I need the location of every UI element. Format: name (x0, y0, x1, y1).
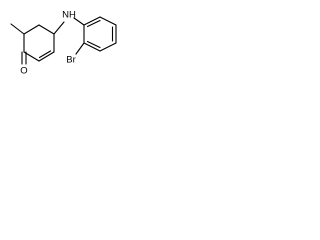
bond-ar2-ar3 (99, 16, 117, 26)
bromine-label: Br (66, 55, 76, 66)
bond-ar5-ar6 (83, 42, 101, 52)
nh-label: NH (62, 10, 76, 21)
bond-ar1-ar2-inner (86, 19, 101, 28)
carbonyl-group (21, 51, 27, 65)
molecule-structure: NH Br O (10, 10, 117, 77)
bond-c2-c3 (23, 24, 40, 35)
bond-c5-c6-double-inner (38, 50, 52, 59)
bond-ar1-ar2 (83, 16, 101, 26)
bond-c5-c6-double-outer (38, 51, 55, 62)
bond-n-aryl (73, 17, 85, 26)
bond-c-br (75, 42, 85, 55)
bond-ar5-ar6-inner (86, 40, 101, 49)
benzene-ring (83, 16, 117, 52)
bond-ar4-ar5 (99, 42, 117, 52)
bond-c-n (53, 21, 65, 35)
bond-methyl (10, 23, 25, 35)
oxygen-label: O (20, 66, 27, 77)
cyclohexenone-ring (23, 24, 55, 62)
bond-c3-c4 (38, 24, 55, 35)
